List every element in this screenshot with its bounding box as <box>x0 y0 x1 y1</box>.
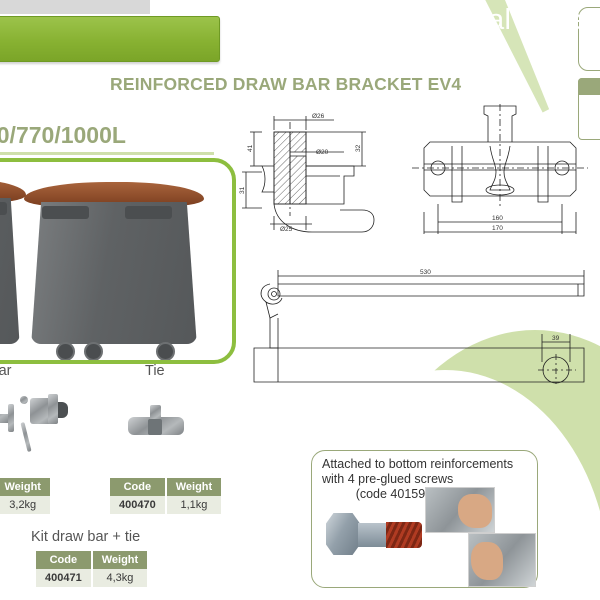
capacity-subtitle: 0/660/770/1000L <box>0 122 126 148</box>
bin-photo-right <box>24 182 204 360</box>
table-row: 400470 1,1kg <box>110 496 222 514</box>
drawing-front-view: 160 170 <box>412 104 588 234</box>
bin-body <box>31 202 197 344</box>
install-photo-1 <box>425 487 495 533</box>
dim-d20: Ø20 <box>316 149 329 156</box>
dim-160: 160 <box>492 215 503 222</box>
dim-41: 41 <box>247 144 254 152</box>
table-row: 400471 4,3kg <box>36 569 148 587</box>
drawing-cross-section: Ø26 Ø20 Ø25 41 31 32 <box>239 113 375 233</box>
kit-title: Kit draw bar + tie <box>31 529 141 545</box>
table-header-row: Code Weight <box>36 551 148 569</box>
col-weight: Weight <box>0 478 50 496</box>
product-photo-frame <box>0 158 236 364</box>
dim-31: 31 <box>239 186 246 194</box>
bin-wheel <box>156 342 175 360</box>
top-grey-strip <box>0 0 150 14</box>
cell-code: 400470 <box>110 496 167 514</box>
drawbar-spec-table: Code Weight 3,2kg <box>0 478 50 514</box>
dim-d25: Ø25 <box>280 226 293 233</box>
screw-photo <box>326 507 424 573</box>
header-banner <box>0 16 220 62</box>
table-header-row: Code Weight <box>110 478 222 496</box>
cell-code: 400471 <box>36 569 93 587</box>
drawing-side-view: 530 39 <box>253 269 585 384</box>
note-line-3: (code 401592) <box>355 487 437 501</box>
note-line-1: Attached to bottom reinforcements <box>322 457 514 471</box>
capacity-underline <box>0 152 214 155</box>
drawbar-caption: w bar <box>0 363 12 379</box>
tie-caption: Tie <box>145 363 165 379</box>
logo-box-cap <box>578 78 600 95</box>
bin-fork-pocket <box>124 206 172 219</box>
bolt-head <box>326 513 360 555</box>
bolt-shank <box>358 523 388 547</box>
dim-530: 530 <box>420 269 431 276</box>
cell-weight: 1,1kg <box>165 496 222 514</box>
kit-spec-table: Code Weight 400471 4,3kg <box>36 551 148 587</box>
note-line-2: with 4 pre-glued screws <box>322 472 454 486</box>
bin-wheel <box>84 342 103 360</box>
col-weight: Weight <box>165 478 222 496</box>
tie-photo <box>128 405 184 443</box>
page-title: REINFORCED DRAW BAR BRACKET EV4 <box>110 74 462 94</box>
logo-box-bottom <box>578 78 600 140</box>
table-header-row: Code Weight <box>0 478 50 496</box>
bin-photo-left <box>0 178 26 354</box>
tie-spec-table: Code Weight 400470 1,1kg <box>110 478 222 514</box>
mounting-note-text: Attached to bottom reinforcements with 4… <box>322 457 532 502</box>
logo-box-top <box>578 7 600 71</box>
mounting-note-box: Attached to bottom reinforcements with 4… <box>311 450 538 588</box>
bin-body <box>0 198 20 344</box>
bolt-thread-glue <box>386 522 422 548</box>
logo-inner-mark <box>587 34 600 56</box>
col-weight: Weight <box>91 551 148 569</box>
dim-170: 170 <box>492 225 503 232</box>
drawbar-photo <box>0 392 80 454</box>
dim-d26: Ø26 <box>312 113 325 120</box>
bin-fork-pocket <box>42 206 89 219</box>
dim-32: 32 <box>355 144 362 152</box>
bin-fork-pocket <box>0 202 7 215</box>
header-banner-label: nical sheet <box>450 4 592 36</box>
col-code: Code <box>110 478 167 496</box>
cell-weight: 4,3kg <box>91 569 148 587</box>
dim-39: 39 <box>552 335 560 342</box>
table-row: 3,2kg <box>0 496 50 514</box>
bin-wheel <box>56 342 75 360</box>
col-code: Code <box>36 551 93 569</box>
cell-weight: 3,2kg <box>0 496 50 514</box>
install-photo-2 <box>468 533 536 587</box>
